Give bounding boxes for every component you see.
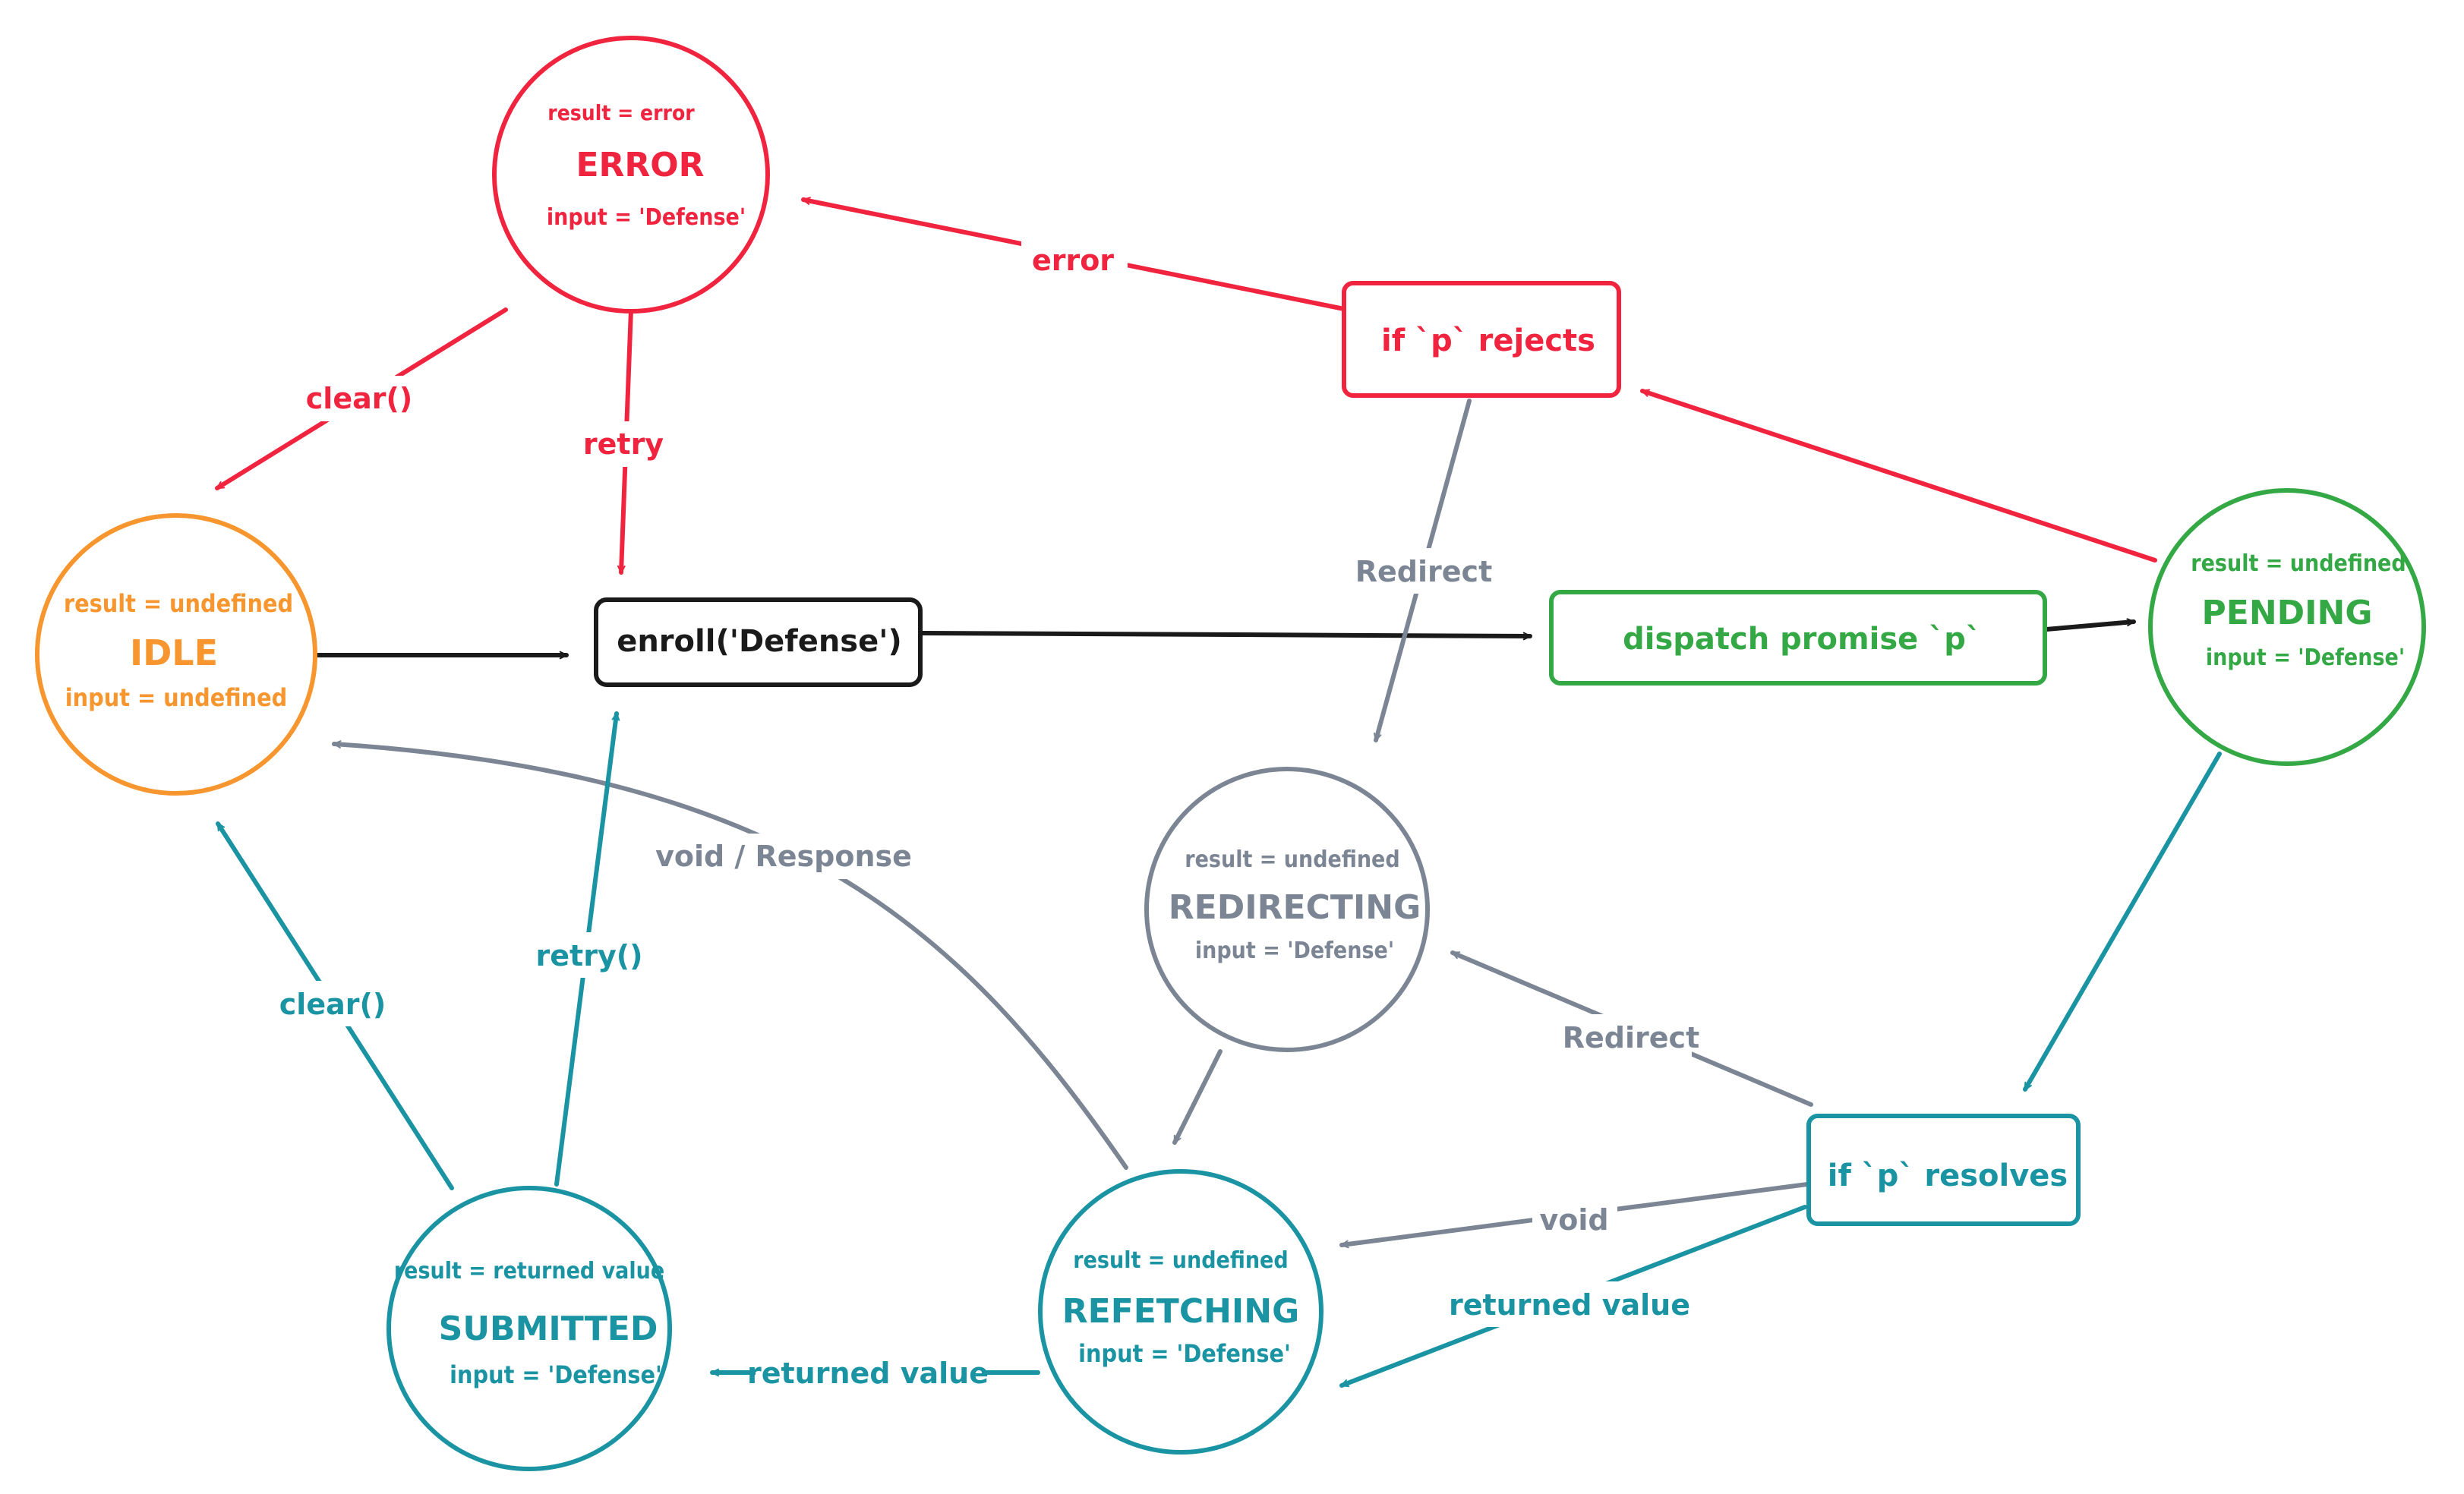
state-refetching: result = undefined REFETCHING input = 'D… xyxy=(1038,1169,1323,1455)
state-idle-circle xyxy=(35,513,317,796)
edge-label-redirect-bottom: Redirect xyxy=(1563,1021,1699,1054)
edge-label-clear-red: clear() xyxy=(306,382,412,415)
action-rejects-box xyxy=(1342,281,1621,398)
state-idle-name: IDLE xyxy=(130,632,218,673)
edge-label-returned-value-left: returned value xyxy=(747,1357,989,1390)
action-dispatch: dispatch promise `p` xyxy=(1549,590,2047,686)
state-refetching-circle xyxy=(1038,1169,1323,1455)
state-refetching-name: REFETCHING xyxy=(1062,1292,1300,1331)
state-submitted: result = returned value SUBMITTED input … xyxy=(386,1186,672,1471)
edge-label-retry-red: retry xyxy=(583,427,664,461)
edge-refetching-void-response-to-idle xyxy=(332,740,1128,1170)
action-enroll-label: enroll('Defense') xyxy=(617,624,902,659)
state-redirecting-name: REDIRECTING xyxy=(1169,888,1421,927)
action-resolves-label: if `p` resolves xyxy=(1828,1158,2068,1193)
state-idle-input: input = undefined xyxy=(65,683,288,712)
state-error: result = error ERROR input = 'Defense' xyxy=(492,36,770,314)
state-pending-name: PENDING xyxy=(2202,594,2373,632)
edge-labels: error clear() retry Redirect void / Resp… xyxy=(279,237,1699,1395)
state-idle-result: result = undefined xyxy=(64,589,293,618)
edge-label-error: error xyxy=(1032,244,1114,277)
state-submitted-input: input = 'Defense' xyxy=(450,1360,662,1389)
action-resolves-box xyxy=(1806,1114,2081,1226)
action-dispatch-box xyxy=(1549,590,2047,686)
state-error-input: input = 'Defense' xyxy=(547,204,746,231)
state-redirecting-circle xyxy=(1144,767,1430,1052)
edge-label-redirect-top: Redirect xyxy=(1355,555,1492,588)
state-error-circle xyxy=(492,36,770,314)
state-submitted-circle xyxy=(386,1186,672,1471)
state-error-name: ERROR xyxy=(576,146,704,184)
action-resolves: if `p` resolves xyxy=(1806,1114,2081,1226)
edge-label-retry-teal: retry() xyxy=(536,939,643,972)
state-refetching-input: input = 'Defense' xyxy=(1078,1339,1291,1368)
edge-label-void: void xyxy=(1539,1203,1608,1237)
state-idle: result = undefined IDLE input = undefine… xyxy=(35,513,317,796)
edge-pending-to-rejects xyxy=(1640,389,2157,563)
state-pending: result = undefined PENDING input = 'Defe… xyxy=(2148,488,2426,766)
state-error-result: result = error xyxy=(547,100,695,125)
state-submitted-result: result = returned value xyxy=(394,1258,664,1284)
state-submitted-name: SUBMITTED xyxy=(439,1310,658,1348)
edge-label-clear-teal: clear() xyxy=(279,988,386,1021)
action-rejects-label: if `p` rejects xyxy=(1381,323,1595,358)
edge-pending-to-resolves xyxy=(2023,752,2222,1092)
state-pending-input: input = 'Defense' xyxy=(2206,645,2405,671)
action-enroll-box xyxy=(594,597,923,687)
edge-dispatch-to-pending xyxy=(2044,618,2136,632)
state-refetching-result: result = undefined xyxy=(1073,1247,1288,1274)
state-pending-result: result = undefined xyxy=(2191,550,2406,577)
edge-redirecting-to-refetching xyxy=(1172,1049,1223,1145)
edge-enroll-to-dispatch xyxy=(920,631,1532,641)
edge-label-void-response: void / Response xyxy=(655,840,912,873)
action-dispatch-label: dispatch promise `p` xyxy=(1623,622,1981,657)
state-redirecting: result = undefined REDIRECTING input = '… xyxy=(1144,767,1430,1052)
action-enroll: enroll('Defense') xyxy=(594,597,923,687)
edge-label-returned-value-right: returned value xyxy=(1449,1288,1690,1322)
action-rejects: if `p` rejects xyxy=(1342,281,1621,398)
state-pending-circle xyxy=(2148,488,2426,766)
state-redirecting-input: input = 'Defense' xyxy=(1195,938,1394,964)
state-redirecting-result: result = undefined xyxy=(1185,846,1399,873)
